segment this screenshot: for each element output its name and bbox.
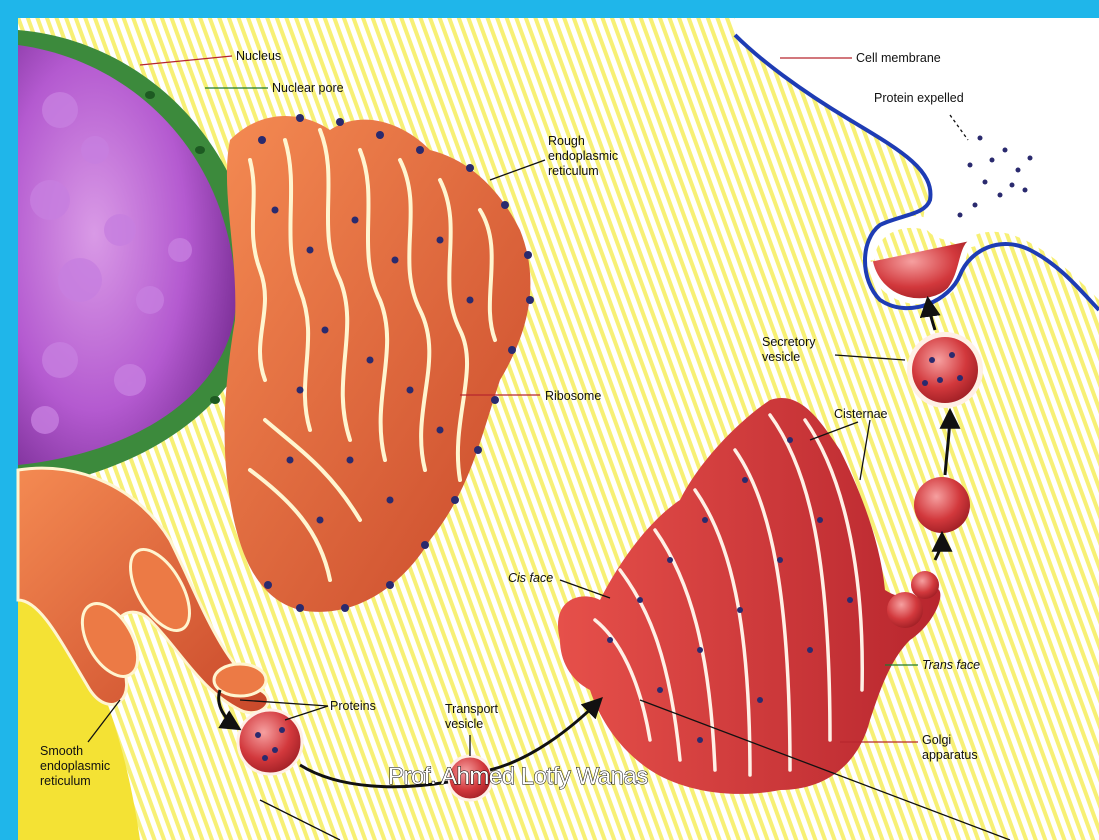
label-secretory-vesicle-1: Secretory — [762, 335, 816, 349]
label-transport-vesicle-1: Transport — [445, 702, 499, 716]
label-rough-er-2: endoplasmic — [548, 149, 618, 163]
label-secretory-vesicle-2: vesicle — [762, 350, 800, 364]
label-rough-er-1: Rough — [548, 134, 585, 148]
label-smooth-er-1: Smooth — [40, 744, 83, 758]
transport-vesicle-1 — [238, 710, 302, 774]
secretory-vesicle — [907, 332, 983, 408]
label-proteins: Proteins — [330, 699, 376, 713]
label-ribosome: Ribosome — [545, 389, 601, 403]
label-cell-membrane: Cell membrane — [856, 51, 941, 65]
label-cis-face: Cis face — [508, 571, 553, 585]
vesicle-mature — [914, 477, 970, 533]
label-protein-expelled: Protein expelled — [874, 91, 964, 105]
label-cisternae: Cisternae — [834, 407, 888, 421]
label-trans-face: Trans face — [922, 658, 980, 672]
author-credit: Prof. Ahmed Lotfy Wanas — [388, 763, 648, 791]
label-nuclear-pore: Nuclear pore — [272, 81, 344, 95]
label-nucleus: Nucleus — [236, 49, 281, 63]
label-golgi-1: Golgi — [922, 733, 951, 747]
label-smooth-er-2: endoplasmic — [40, 759, 110, 773]
label-transport-vesicle-2: vesicle — [445, 717, 483, 731]
label-smooth-er-3: reticulum — [40, 774, 91, 788]
label-rough-er-3: reticulum — [548, 164, 599, 178]
label-golgi-2: apparatus — [922, 748, 978, 762]
